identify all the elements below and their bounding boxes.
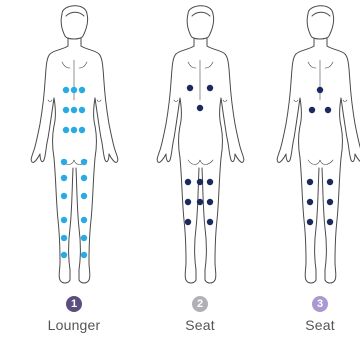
massage-point (61, 159, 67, 165)
massage-point (81, 175, 87, 181)
massage-point (81, 235, 87, 241)
massage-point (61, 175, 67, 181)
massage-point (187, 85, 193, 91)
massage-point (307, 219, 313, 225)
massage-point (81, 217, 87, 223)
massage-point (327, 199, 333, 205)
massage-point (61, 235, 67, 241)
program-label: Lounger (26, 317, 122, 333)
massage-point (307, 179, 313, 185)
massage-point (61, 217, 67, 223)
massage-point (63, 87, 69, 93)
massage-point (327, 179, 333, 185)
massage-point (207, 219, 213, 225)
massage-diagram-lounger: 1 Lounger (26, 0, 122, 345)
program-label: Seat (272, 317, 360, 333)
massage-point (185, 219, 191, 225)
massage-point (207, 85, 213, 91)
program-number-badge: 3 (312, 296, 328, 312)
massage-diagram-seat: 2 Seat (152, 0, 248, 345)
program-number-badge: 2 (192, 296, 208, 312)
massage-point (185, 179, 191, 185)
massage-points-2 (152, 0, 248, 290)
massage-point (61, 193, 67, 199)
massage-point (207, 179, 213, 185)
massage-point (79, 87, 85, 93)
massage-point (63, 127, 69, 133)
massage-points-1 (26, 0, 122, 290)
massage-point (197, 179, 203, 185)
massage-point (197, 199, 203, 205)
massage-point (71, 127, 77, 133)
massage-point (325, 107, 331, 113)
massage-point (81, 159, 87, 165)
massage-point (81, 252, 87, 258)
massage-point (317, 87, 323, 93)
massage-point (309, 107, 315, 113)
massage-point (81, 193, 87, 199)
massage-point (207, 199, 213, 205)
program-number-badge: 1 (66, 296, 82, 312)
massage-points-3 (272, 0, 360, 290)
massage-point (307, 199, 313, 205)
massage-point (61, 252, 67, 258)
massage-point (79, 107, 85, 113)
massage-point (71, 107, 77, 113)
massage-point (71, 87, 77, 93)
massage-point (63, 107, 69, 113)
massage-diagram-seat-2: 3 Seat (272, 0, 360, 345)
massage-point (79, 127, 85, 133)
program-label: Seat (152, 317, 248, 333)
massage-point (185, 199, 191, 205)
massage-point (197, 105, 203, 111)
massage-point (327, 219, 333, 225)
